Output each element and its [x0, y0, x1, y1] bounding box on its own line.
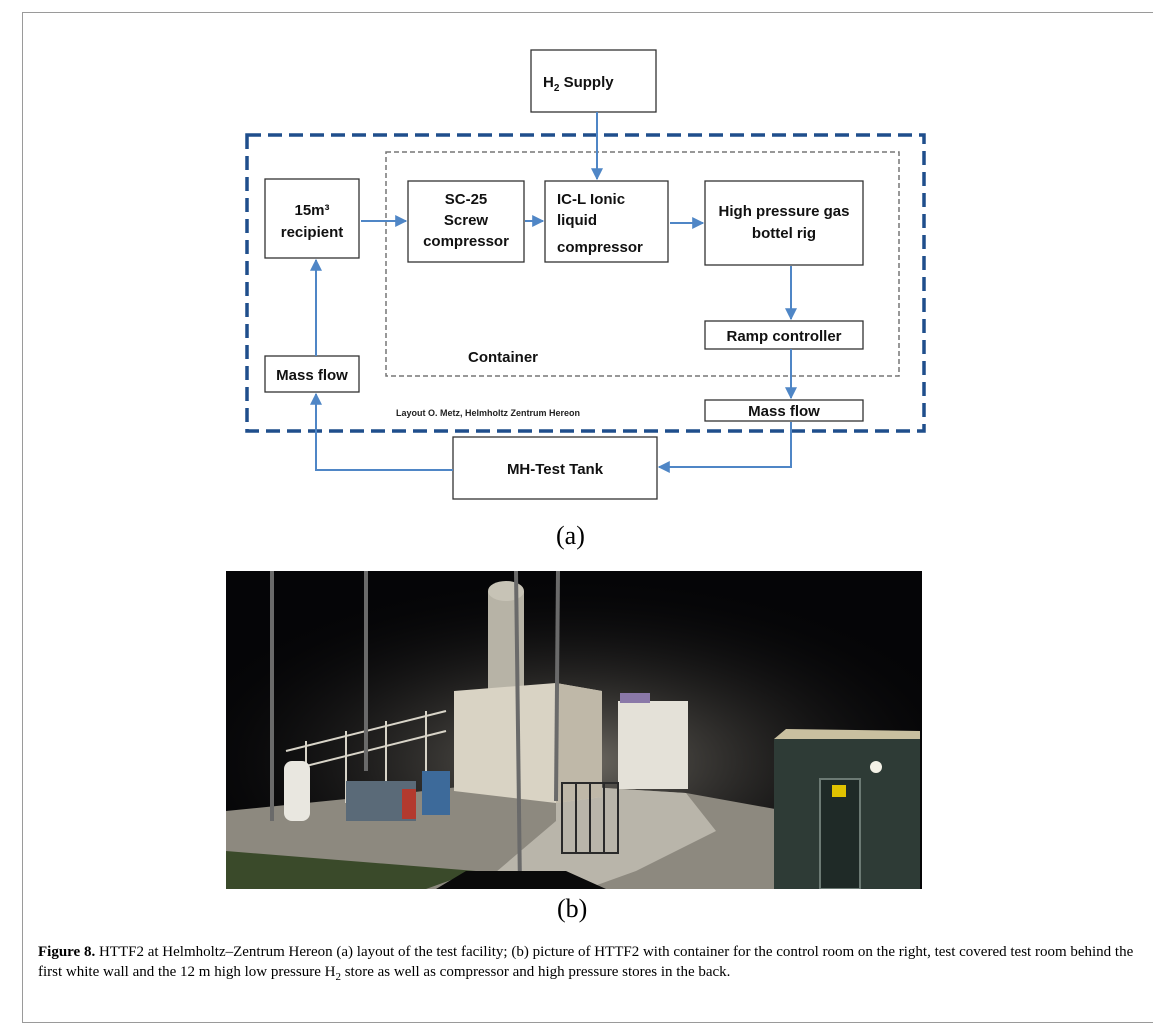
facility-photo: [226, 571, 922, 889]
svg-text:compressor: compressor: [423, 233, 509, 250]
svg-text:IC-L Ionic: IC-L Ionic: [557, 191, 625, 208]
layout-credit: Layout O. Metz, Helmholtz Zentrum Hereon: [396, 408, 580, 418]
subfigure-label-b: (b): [557, 894, 588, 923]
bottle-rig-box: High pressure gas bottel rig: [704, 180, 864, 266]
arrow-massflow-to-tank: [657, 422, 792, 473]
facility-boundary: [245, 133, 926, 433]
arrow-tank-to-massflow-left: [310, 392, 453, 471]
h2-supply-box: H2 Supply: [530, 49, 657, 113]
ramp-controller-box: Ramp controller: [704, 320, 864, 350]
recipient-box: 15m³ recipient: [264, 178, 360, 259]
page-frame-bottom: [22, 1022, 1153, 1023]
subfigure-label-a: (a): [556, 521, 585, 550]
container-boundary: [385, 151, 900, 377]
page-frame-top: [22, 12, 1153, 13]
caption-text-2: store as well as compressor and high pre…: [340, 964, 731, 980]
svg-text:MH-Test Tank: MH-Test Tank: [507, 461, 604, 478]
flow-arrows: [310, 112, 797, 473]
svg-text:recipient: recipient: [281, 224, 344, 241]
svg-text:compressor: compressor: [557, 239, 643, 256]
caption-subscript: 2: [335, 971, 341, 983]
test-tank-box: MH-Test Tank: [452, 436, 658, 500]
container-label: Container: [468, 349, 538, 366]
svg-text:15m³: 15m³: [294, 202, 329, 219]
figure-label: Figure 8.: [38, 944, 96, 960]
facility-layout-diagram: H2 Supply 15m³ recipient SC-25 Screw com…: [245, 49, 926, 500]
svg-text:Mass flow: Mass flow: [276, 367, 348, 384]
figure-caption: Figure 8. HTTF2 at Helmholtz–Zentrum Her…: [38, 942, 1138, 987]
ionic-compressor-box: IC-L Ionic liquid compressor: [544, 180, 669, 263]
svg-text:liquid: liquid: [557, 212, 597, 229]
svg-text:Mass flow: Mass flow: [748, 403, 820, 420]
svg-text:High pressure gas: High pressure gas: [719, 203, 850, 220]
svg-text:Ramp controller: Ramp controller: [726, 328, 841, 345]
page-frame-left: [22, 12, 23, 1022]
caption-text-1: HTTF2 at Helmholtz–Zentrum Hereon (a) la…: [38, 944, 1134, 980]
svg-text:H2 Supply: H2 Supply: [543, 74, 614, 94]
mass-flow-left-box: Mass flow: [264, 355, 360, 393]
svg-text:Screw: Screw: [444, 212, 489, 229]
screw-compressor-box: SC-25 Screw compressor: [407, 180, 525, 263]
svg-text:SC-25: SC-25: [445, 191, 488, 208]
svg-text:bottel rig: bottel rig: [752, 225, 816, 242]
mass-flow-right-box: Mass flow: [704, 399, 864, 422]
